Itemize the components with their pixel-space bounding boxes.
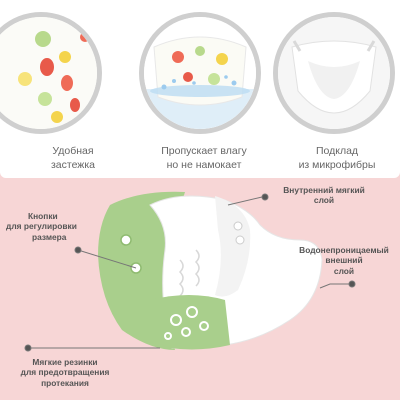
callout-elastic: Мягкие резинки для предотвращения протек… — [20, 357, 110, 388]
callout-buttons: Кнопки для регулировки размера — [6, 211, 77, 242]
feature-caption-microfiber: Подклад из микрофибры — [298, 145, 376, 171]
microfiber-lining-photo — [273, 12, 395, 134]
feature-caption-closure: Удобная застежка — [50, 145, 95, 171]
callout-outer-layer: Водонепроницаемый внешний слой — [299, 245, 389, 276]
closure-photo — [0, 12, 102, 134]
waterproof-photo — [139, 12, 261, 134]
feature-caption-waterproof: Пропускает влагу но не намокает — [161, 145, 247, 171]
callout-inner-layer: Внутренний мягкий слой — [283, 185, 365, 206]
